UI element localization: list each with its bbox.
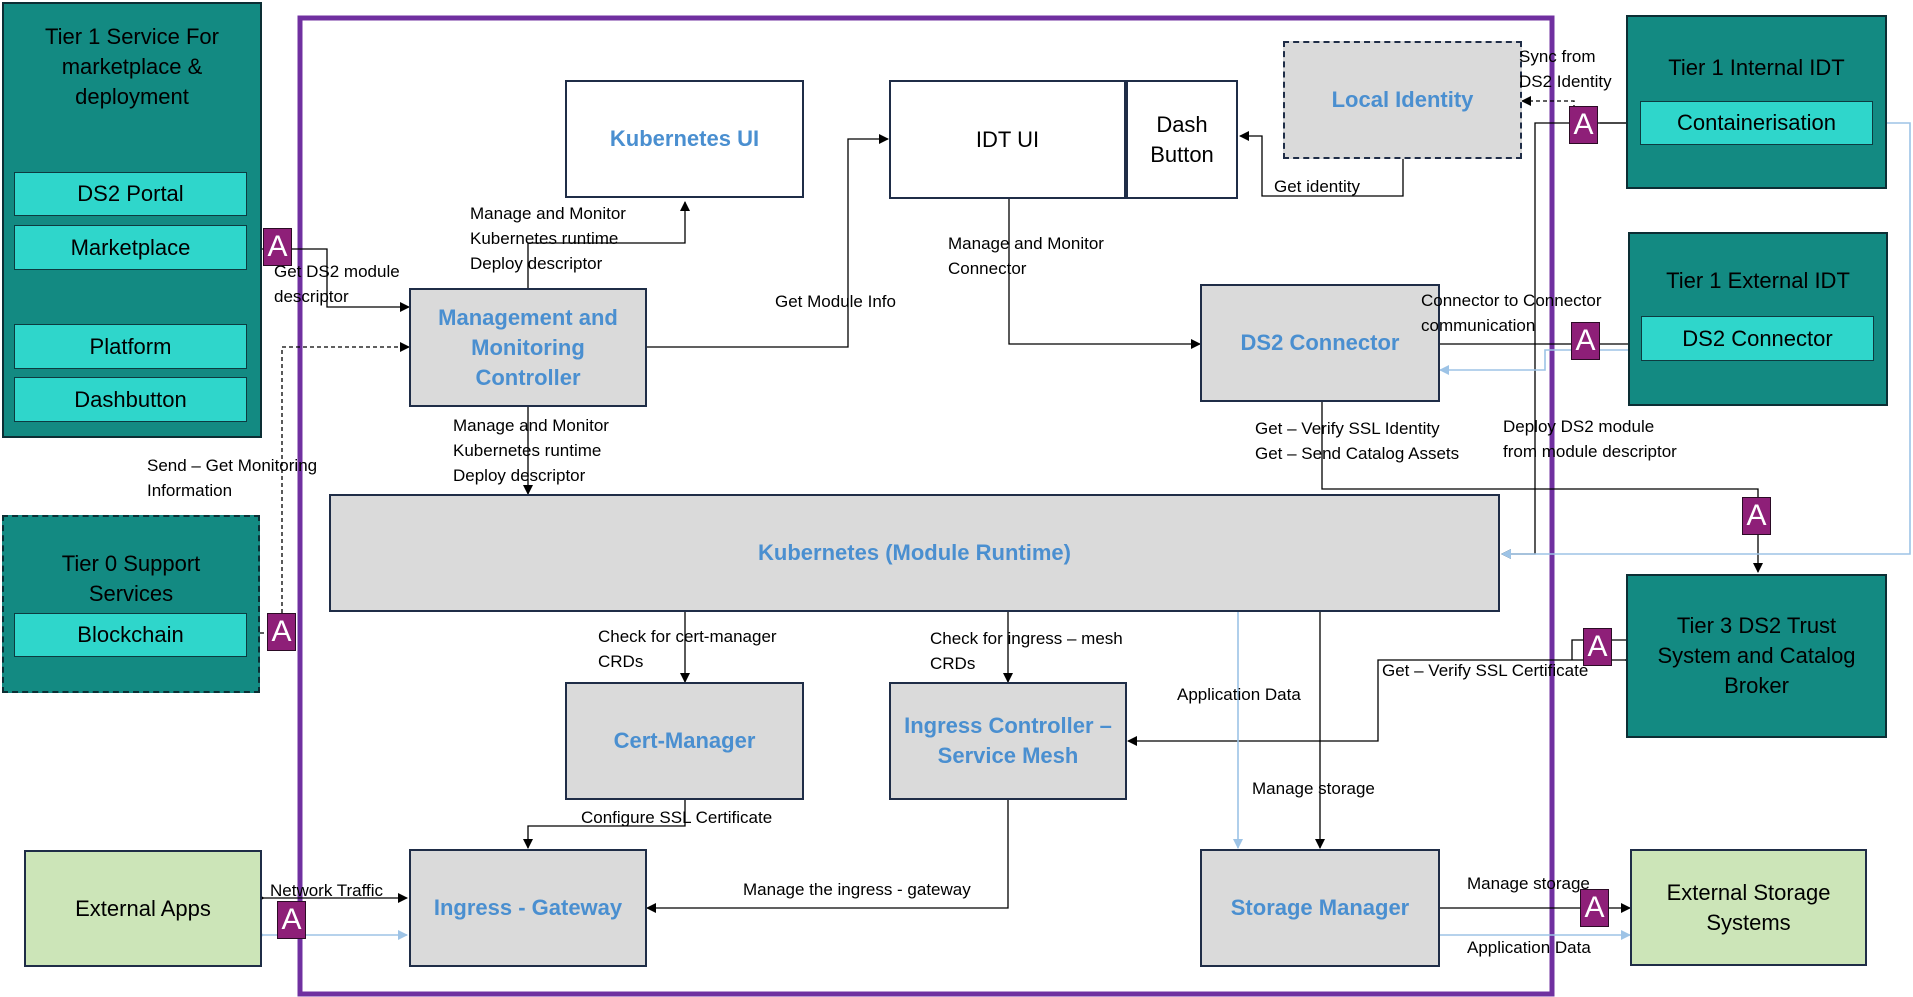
adapter-badge-external-connector: A [1571, 322, 1600, 360]
marketplace-item[interactable]: Marketplace [14, 225, 247, 270]
label-manage-monitor-bottom: Manage and Monitor Kubernetes runtime De… [453, 416, 609, 485]
line-cert-gateway [523, 800, 686, 849]
label-manage-monitor-top: Manage and Monitor Kubernetes runtime De… [470, 204, 626, 273]
ingress-gateway-box[interactable]: Ingress - Gateway [409, 849, 647, 967]
line-tier3-ingress [1127, 655, 1634, 746]
adapter-badge-external-storage: A [1580, 889, 1609, 927]
line-mmc-idtui [638, 134, 889, 352]
line-idtui-connector [1004, 190, 1201, 349]
dash-button-box[interactable]: Dash Button [1126, 80, 1238, 199]
ingress-controller-box[interactable]: Ingress Controller – Service Mesh [889, 682, 1127, 800]
external-storage-box[interactable]: External Storage Systems [1630, 849, 1867, 966]
label-connector-to-connector: Connector to Connector communication [1421, 291, 1602, 335]
label-application-data-inner: Application Data [1177, 685, 1301, 704]
line-identity-dash [1239, 131, 1408, 197]
label-verify-ssl-identity: Get – Verify SSL Identity Get – Send Cat… [1255, 419, 1460, 463]
tier1-service-title: Tier 1 Service For marketplace & deploym… [44, 24, 219, 109]
label-get-identity: Get identity [1274, 177, 1360, 196]
containerisation-item[interactable]: Containerisation [1640, 101, 1873, 145]
label-get-module-info: Get Module Info [775, 292, 896, 311]
label-network-traffic: Network Traffic [270, 881, 384, 900]
tier3-broker-box[interactable]: Tier 3 DS2 Trust System and Catalog Brok… [1626, 574, 1887, 738]
tier1-external-title: Tier 1 External IDT [1666, 268, 1850, 293]
mm-controller-box[interactable]: Management and Monitoring Controller [409, 288, 647, 407]
label-verify-ssl-certificate: Get – Verify SSL Certificate [1382, 661, 1589, 680]
label-send-get-monitoring: Send – Get Monitoring Information [147, 456, 318, 500]
kubernetes-ui-box[interactable]: Kubernetes UI [565, 80, 804, 198]
dashbutton-item[interactable]: Dashbutton [14, 377, 247, 422]
cert-manager-box[interactable]: Cert-Manager [565, 682, 804, 800]
ds2-connector-box[interactable]: DS2 Connector [1200, 284, 1440, 402]
tier0-panel: Tier 0 Support Services [2, 515, 260, 693]
idt-ui-box[interactable]: IDT UI [889, 80, 1126, 199]
label-manage-storage-inner: Manage storage [1252, 779, 1375, 798]
line-blue-connector [1439, 349, 1640, 375]
adapter-badge-external-apps: A [277, 901, 306, 939]
adapter-badge-containerisation: A [1569, 106, 1598, 144]
tier0-title: Tier 0 Support Services [61, 551, 201, 606]
adapter-badge-marketplace: A [263, 228, 292, 266]
tier1-internal-title: Tier 1 Internal IDT [1668, 55, 1845, 80]
label-check-cert-manager: Check for cert-manager CRDs [598, 627, 777, 671]
label-get-ds2-module: Get DS2 module descriptor [274, 262, 400, 306]
platform-item[interactable]: Platform [14, 324, 247, 369]
adapter-badge-blockchain: A [267, 613, 296, 651]
line-blue-kube-return [1501, 118, 1911, 559]
label-check-ingress-mesh: Check for ingress – mesh CRDs [930, 629, 1123, 673]
label-application-data-outer: Application Data [1467, 938, 1591, 957]
label-manage-monitor-connector: Manage and Monitor Connector [948, 234, 1104, 278]
label-configure-ssl: Configure SSL Certificate [581, 808, 773, 827]
line-ingress-gateway [646, 800, 1009, 913]
adapter-badge-tier3-deploy: A [1742, 497, 1771, 535]
line-sync-identity [1521, 96, 1575, 123]
blockchain-item[interactable]: Blockchain [14, 613, 247, 657]
external-apps-box[interactable]: External Apps [24, 850, 262, 967]
ds2-portal-item[interactable]: DS2 Portal [14, 172, 247, 216]
label-deploy-ds2-module: Deploy DS2 module from module descriptor [1503, 417, 1677, 461]
tier1-service-panel: Tier 1 Service For marketplace & deploym… [2, 2, 262, 438]
label-manage-storage-outer: Manage storage [1467, 874, 1590, 893]
external-ds2-connector-item[interactable]: DS2 Connector [1641, 316, 1874, 361]
label-sync-from-ds2: Sync from DS2 Identity [1519, 47, 1612, 91]
label-manage-ingress-gateway: Manage the ingress - gateway [743, 880, 971, 899]
storage-manager-box[interactable]: Storage Manager [1200, 849, 1440, 967]
local-identity-box[interactable]: Local Identity [1283, 41, 1522, 159]
kubernetes-runtime-box[interactable]: Kubernetes (Module Runtime) [329, 494, 1500, 612]
adapter-badge-tier3-ssl: A [1583, 628, 1612, 666]
